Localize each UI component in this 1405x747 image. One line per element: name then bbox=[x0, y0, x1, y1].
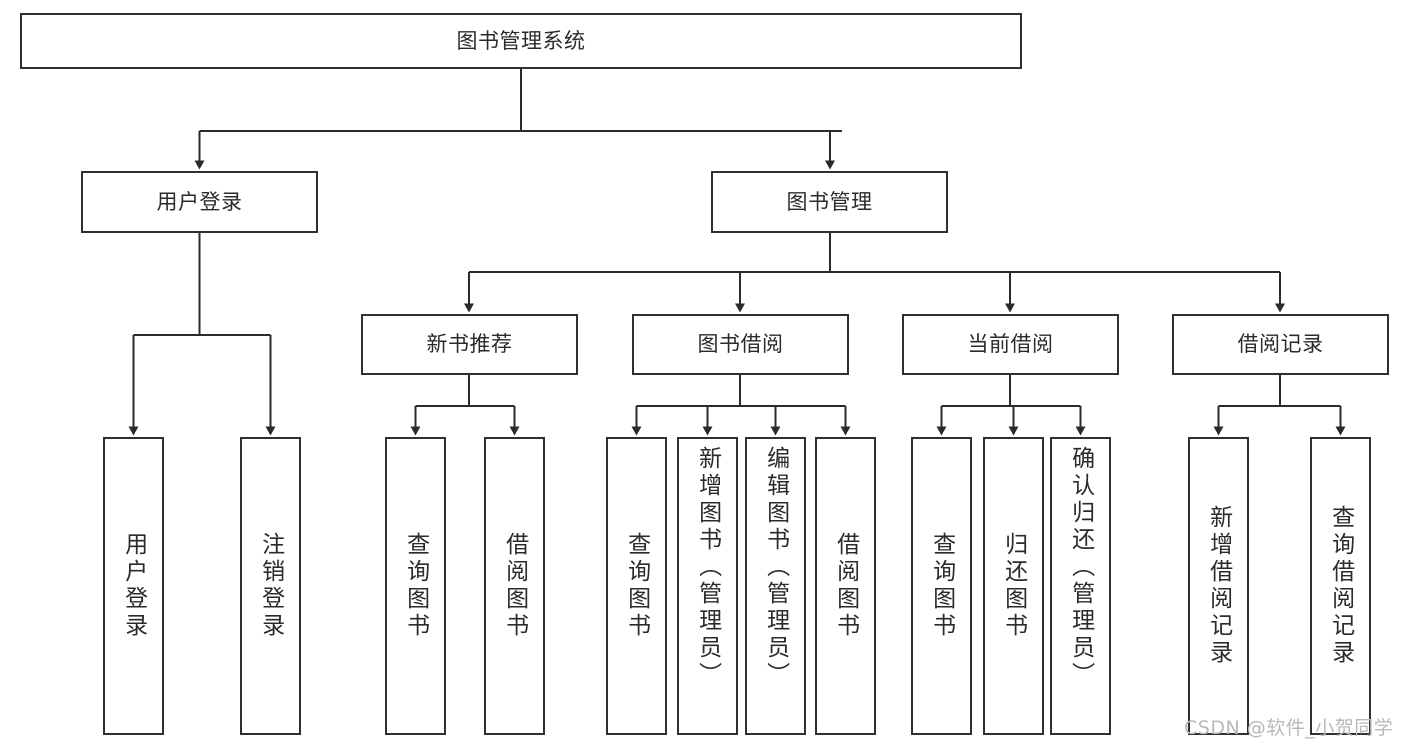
leaf-add-book-admin[interactable]: 新增图书（管理员） bbox=[677, 437, 738, 735]
leaf-add-borrow-record[interactable]: 新增借阅记录 bbox=[1188, 437, 1249, 735]
leaf-confirm-return-admin-label: 确认归还（管理员） bbox=[1067, 446, 1094, 689]
node-root[interactable]: 图书管理系统 bbox=[20, 13, 1022, 69]
leaf-query-books-recommend[interactable]: 查询图书 bbox=[385, 437, 446, 735]
node-current-borrow[interactable]: 当前借阅 bbox=[902, 314, 1119, 375]
leaf-return-books[interactable]: 归还图书 bbox=[983, 437, 1044, 735]
leaf-query-books-borrow[interactable]: 查询图书 bbox=[606, 437, 667, 735]
leaf-borrow-books-label: 借阅图书 bbox=[832, 532, 859, 640]
node-new-book-recommend[interactable]: 新书推荐 bbox=[361, 314, 578, 375]
leaf-query-borrow-record-label: 查询借阅记录 bbox=[1327, 505, 1354, 667]
leaf-add-borrow-record-label: 新增借阅记录 bbox=[1205, 505, 1232, 667]
node-root-label: 图书管理系统 bbox=[456, 28, 586, 53]
leaf-user-login[interactable]: 用户登录 bbox=[103, 437, 164, 735]
csdn-watermark: CSDN @软件_小贺同学 bbox=[1184, 717, 1394, 739]
node-new-book-recommend-label: 新书推荐 bbox=[426, 332, 513, 357]
leaf-query-books-borrow-label: 查询图书 bbox=[623, 532, 650, 640]
leaf-query-books-recommend-label: 查询图书 bbox=[402, 532, 429, 640]
leaf-borrow-books-recommend-label: 借阅图书 bbox=[501, 532, 528, 640]
node-borrow-record-label: 借阅记录 bbox=[1237, 332, 1324, 357]
leaf-query-borrow-record[interactable]: 查询借阅记录 bbox=[1310, 437, 1371, 735]
node-book-management[interactable]: 图书管理 bbox=[711, 171, 948, 233]
node-book-borrow[interactable]: 图书借阅 bbox=[632, 314, 849, 375]
leaf-logout[interactable]: 注销登录 bbox=[240, 437, 301, 735]
leaf-borrow-books-recommend[interactable]: 借阅图书 bbox=[484, 437, 545, 735]
leaf-user-login-label: 用户登录 bbox=[120, 532, 147, 640]
node-user-login[interactable]: 用户登录 bbox=[81, 171, 318, 233]
node-book-borrow-label: 图书借阅 bbox=[697, 332, 784, 357]
leaf-query-books-current-label: 查询图书 bbox=[928, 532, 955, 640]
leaf-return-books-label: 归还图书 bbox=[1000, 532, 1027, 640]
leaf-borrow-books[interactable]: 借阅图书 bbox=[815, 437, 876, 735]
node-borrow-record[interactable]: 借阅记录 bbox=[1172, 314, 1389, 375]
node-user-login-label: 用户登录 bbox=[156, 189, 243, 214]
leaf-edit-book-admin-label: 编辑图书（管理员） bbox=[762, 446, 789, 689]
leaf-edit-book-admin[interactable]: 编辑图书（管理员） bbox=[745, 437, 806, 735]
node-book-management-label: 图书管理 bbox=[786, 189, 873, 214]
node-current-borrow-label: 当前借阅 bbox=[967, 332, 1054, 357]
leaf-add-book-admin-label: 新增图书（管理员） bbox=[694, 446, 721, 689]
leaf-query-books-current[interactable]: 查询图书 bbox=[911, 437, 972, 735]
leaf-confirm-return-admin[interactable]: 确认归还（管理员） bbox=[1050, 437, 1111, 735]
leaf-logout-label: 注销登录 bbox=[257, 532, 284, 640]
